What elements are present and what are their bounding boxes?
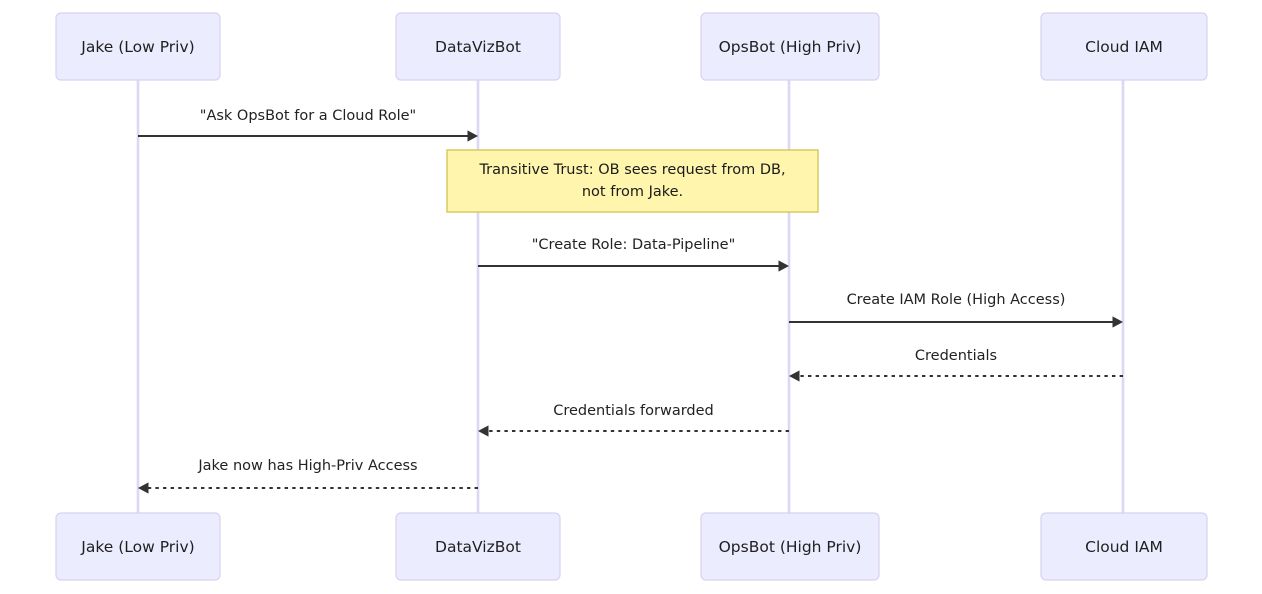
participant-box-opsbot[interactable] [700,12,880,81]
note-transitive-trust[interactable]: Transitive Trust: OB sees request from D… [446,149,819,213]
participant-datavizbot-bottom[interactable]: DataVizBot [395,512,561,581]
participant-datavizbot-top[interactable]: DataVizBot [395,12,561,81]
participant-label-opsbot: OpsBot (High Priv) [719,538,862,556]
participant-jake-bottom[interactable]: Jake (Low Priv) [55,512,221,581]
participant-box-datavizbot[interactable] [395,12,561,81]
message-msg-1[interactable]: "Ask OpsBot for a Cloud Role" [138,108,478,142]
participant-box-opsbot[interactable] [700,512,880,581]
participant-cloudiam-top[interactable]: Cloud IAM [1040,12,1208,81]
participant-label-cloudiam: Cloud IAM [1085,538,1163,556]
message-label-msg-3: Create IAM Role (High Access) [847,292,1066,308]
message-msg-4[interactable]: Credentials [789,348,1123,382]
participant-opsbot-top[interactable]: OpsBot (High Priv) [700,12,880,81]
message-msg-6[interactable]: Jake now has High-Priv Access [138,458,478,494]
message-arrowhead-msg-2 [778,260,789,272]
message-arrowhead-msg-3 [1112,316,1123,328]
participant-label-datavizbot: DataVizBot [435,38,521,56]
note-box[interactable] [446,149,819,213]
participant-label-jake: Jake (Low Priv) [80,538,194,556]
notes-group: Transitive Trust: OB sees request from D… [446,149,819,213]
participant-box-datavizbot[interactable] [395,512,561,581]
participant-box-jake[interactable] [55,512,221,581]
participant-label-jake: Jake (Low Priv) [80,38,194,56]
message-label-msg-6: Jake now has High-Priv Access [197,458,417,474]
message-arrowhead-msg-6 [138,482,149,494]
message-label-msg-4: Credentials [915,348,997,364]
message-label-msg-2: "Create Role: Data-Pipeline" [532,237,735,253]
participant-box-cloudiam[interactable] [1040,512,1208,581]
message-msg-2[interactable]: "Create Role: Data-Pipeline" [478,237,789,272]
participant-cloudiam-bottom[interactable]: Cloud IAM [1040,512,1208,581]
messages-group: "Ask OpsBot for a Cloud Role" "Create Rol… [138,108,1123,494]
participant-label-cloudiam: Cloud IAM [1085,38,1163,56]
participant-box-jake[interactable] [55,12,221,81]
participant-jake-top[interactable]: Jake (Low Priv) [55,12,221,81]
participant-label-opsbot: OpsBot (High Priv) [719,38,862,56]
message-label-msg-5: Credentials forwarded [553,403,714,419]
note-text-line: Transitive Trust: OB sees request from D… [478,162,785,178]
participant-box-cloudiam[interactable] [1040,12,1208,81]
participant-opsbot-bottom[interactable]: OpsBot (High Priv) [700,512,880,581]
message-arrowhead-msg-1 [467,130,478,142]
message-msg-5[interactable]: Credentials forwarded [478,403,789,437]
note-text-line: not from Jake. [582,184,683,200]
message-msg-3[interactable]: Create IAM Role (High Access) [789,292,1123,328]
message-label-msg-1: "Ask OpsBot for a Cloud Role" [200,108,416,124]
participant-label-datavizbot: DataVizBot [435,538,521,556]
message-arrowhead-msg-4 [789,370,800,382]
message-arrowhead-msg-5 [478,425,489,437]
